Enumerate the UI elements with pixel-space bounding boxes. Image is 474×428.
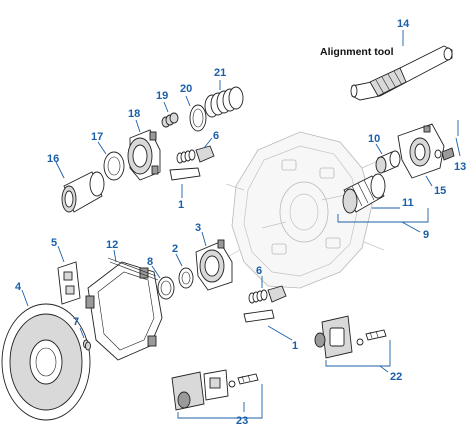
callout-3: 3 [195,222,201,234]
part-6-spring-lower [243,285,287,323]
callout-1-lower: 1 [292,340,298,352]
part-18-release-bearing [127,129,161,181]
callout-17: 17 [91,131,103,143]
part-6-spring-upper [169,145,215,181]
part-7-spring [83,339,91,351]
callout-11: 11 [402,197,414,209]
callout-7: 7 [73,316,79,328]
callout-12: 12 [106,239,118,251]
callout-2: 2 [172,243,178,255]
alignment-tool [350,45,453,101]
part-17-ring [103,151,125,181]
callout-22-bracket [325,340,391,367]
part-23-assembly [171,369,259,411]
part-20-ring [189,104,207,132]
part-13-pin [434,147,455,161]
callout-1-upper: 1 [178,199,184,211]
part-10-bushing [375,150,401,174]
part-15-yoke [397,123,445,179]
callout-16: 16 [47,153,59,165]
callout-13: 13 [454,161,466,173]
part-19-spring [161,112,179,128]
part-5-clip [57,261,81,305]
part-3-bearing [195,239,233,291]
flywheel-housing-outline [221,131,385,289]
callout-21: 21 [214,67,226,79]
part-12-cover [85,257,163,361]
callout-5: 5 [51,237,57,249]
part-21-spring [204,86,244,118]
part-2-ring [178,267,194,289]
callout-9-bracket [337,208,429,223]
part-22-assembly [314,315,387,359]
callout-9: 9 [423,229,429,241]
callout-8: 8 [147,256,153,268]
callout-23-bracket [177,384,263,419]
part-8-ring [157,276,175,300]
alignment-tool-caption: Alignment tool [320,46,394,58]
callout-19: 19 [156,90,168,102]
callout-18: 18 [128,108,140,120]
part-4-clutch-disc [1,303,91,421]
callout-6-upper: 6 [213,130,219,142]
part-16-sleeve [61,171,105,213]
callout-20: 20 [180,83,192,95]
callout-15: 15 [434,185,446,197]
callout-23: 23 [236,415,248,427]
part-11-splined-hub [342,173,386,214]
callout-10: 10 [368,133,380,145]
callout-6-lower: 6 [256,265,262,277]
callout-4: 4 [15,281,22,293]
callout-22: 22 [390,371,402,383]
callout-14: 14 [397,18,410,30]
